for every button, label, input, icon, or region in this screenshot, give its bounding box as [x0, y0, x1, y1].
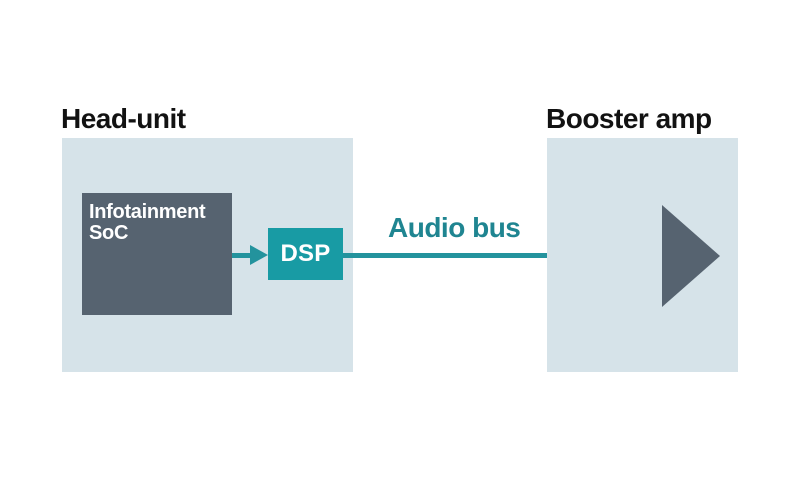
audio-bus-arrow-line	[343, 253, 647, 258]
head-unit-title: Head-unit	[61, 103, 186, 134]
soc-to-dsp-arrow-line	[232, 253, 251, 258]
soc-to-dsp-arrowhead-icon	[250, 245, 268, 265]
amplifier-triangle-icon	[662, 205, 720, 307]
booster-amp-title: Booster amp	[546, 103, 712, 134]
dsp-block: DSP	[268, 228, 343, 280]
infotainment-soc-block: Infotainment SoC	[82, 193, 232, 315]
audio-bus-label: Audio bus	[388, 212, 521, 243]
